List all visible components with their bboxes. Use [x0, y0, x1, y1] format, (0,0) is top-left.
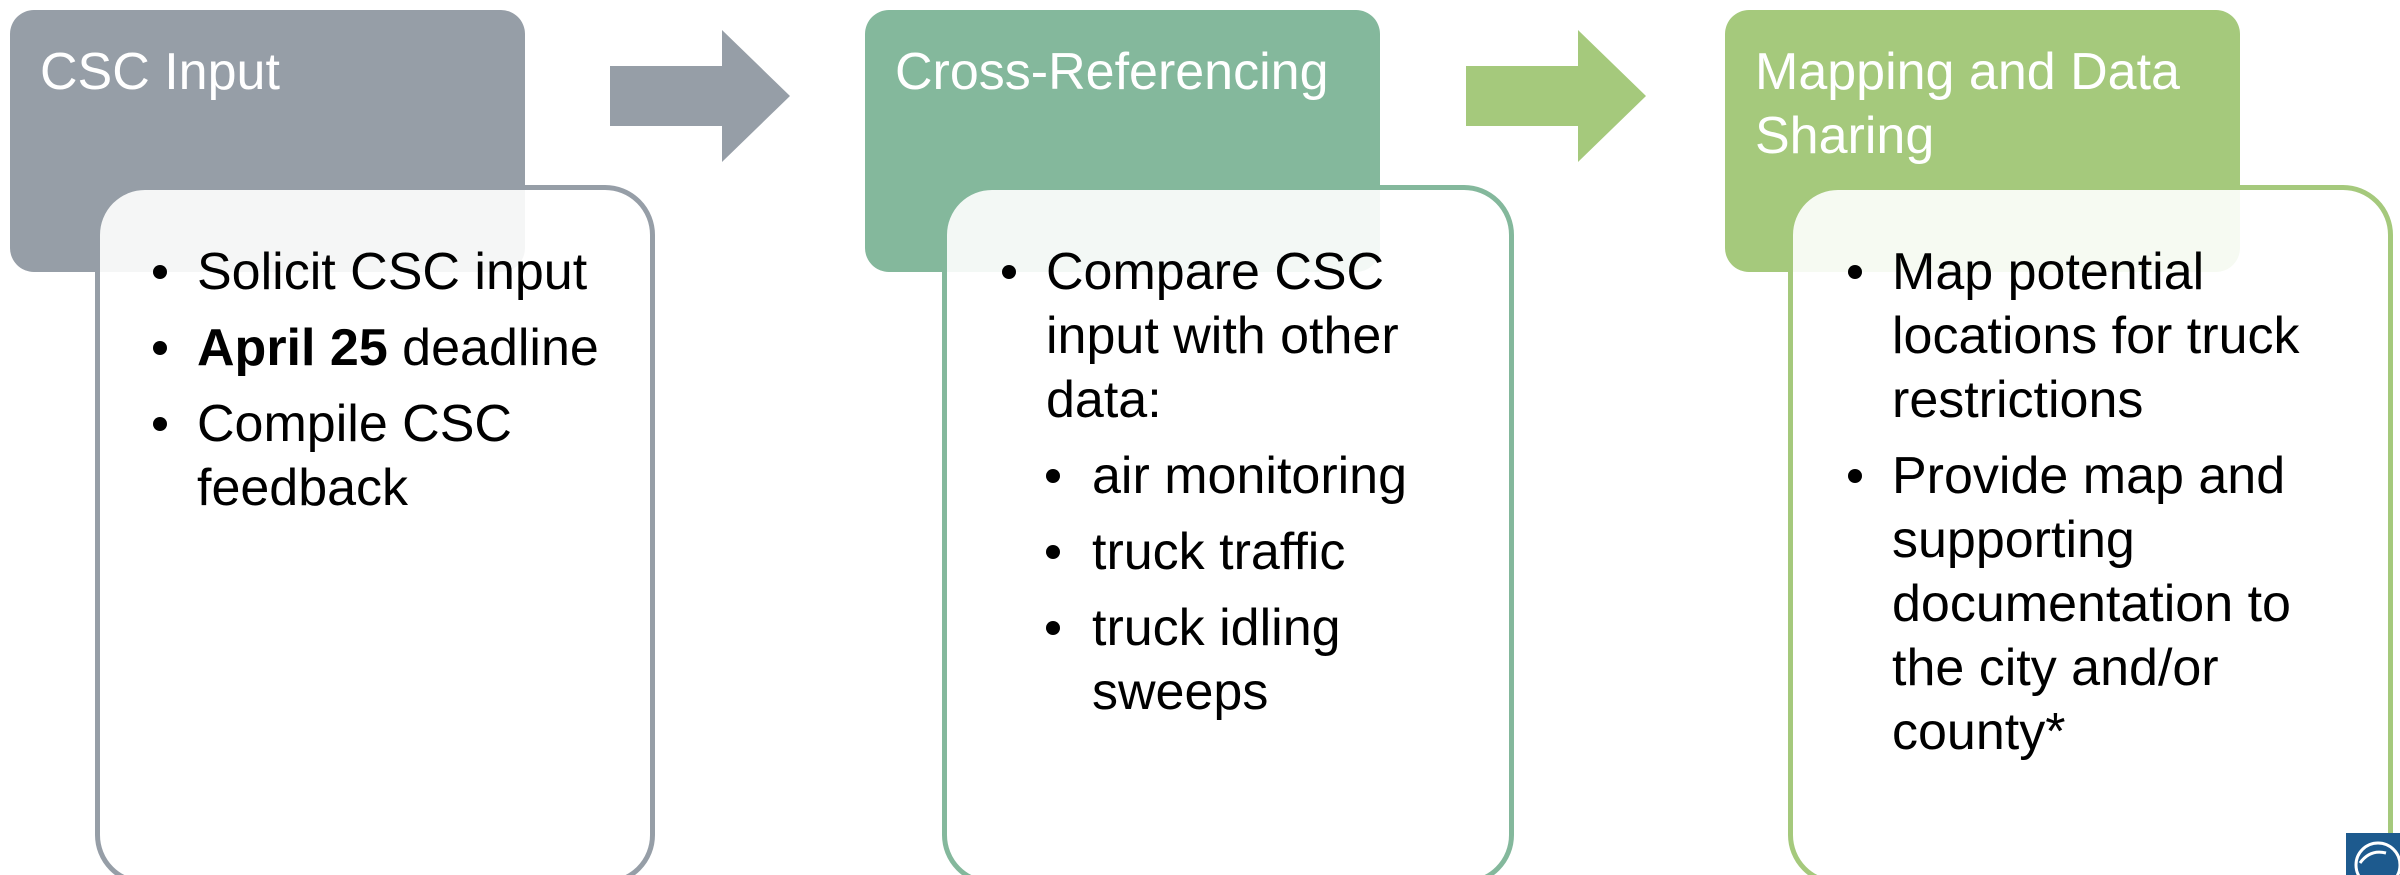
stage-3-title: Mapping and Data Sharing: [1755, 43, 2180, 165]
stage-3-card: Map potential locations for truck restri…: [1788, 185, 2393, 875]
stage-1-bullet-2-rest: deadline: [387, 319, 599, 377]
stage-1-bullet-2: April 25 deadline: [153, 316, 630, 380]
stage-1-bullet-1: Solicit CSC input: [153, 240, 630, 304]
stage-2-sub-bullet-2: truck traffic: [1046, 520, 1469, 584]
stage-2-sub-bullet-3: truck idling sweeps: [1046, 596, 1469, 724]
stage-2-bullet-list: Compare CSC input with other data: air m…: [1002, 240, 1469, 724]
right-arrow-icon: [1466, 30, 1646, 162]
stage-3-bullet-list: Map potential locations for truck restri…: [1848, 240, 2358, 764]
stage-1-title: CSC Input: [40, 43, 280, 101]
stage-2-card: Compare CSC input with other data: air m…: [942, 185, 1514, 875]
stage-1-bullet-list: Solicit CSC input April 25 deadline Comp…: [153, 240, 630, 520]
stage-3-bullet-1: Map potential locations for truck restri…: [1848, 240, 2358, 432]
stage-1-card: Solicit CSC input April 25 deadline Comp…: [95, 185, 655, 875]
right-arrow-icon: [610, 30, 790, 162]
stage-1-bullet-3: Compile CSC feedback: [153, 392, 630, 520]
agency-logo-icon: [2346, 833, 2400, 875]
stage-2-title: Cross-Referencing: [895, 43, 1329, 101]
stage-3-bullet-2: Provide map and supporting documentation…: [1848, 444, 2358, 764]
stage-2-bullet-1: Compare CSC input with other data: air m…: [1002, 240, 1469, 724]
stage-1-bullet-2-bold: April 25: [197, 319, 388, 377]
stage-2-sub-bullet-1: air monitoring: [1046, 444, 1469, 508]
stage-2-sub-bullet-list: air monitoring truck traffic truck idlin…: [1046, 444, 1469, 724]
stage-2-bullet-1-text: Compare CSC input with other data:: [1046, 243, 1399, 429]
